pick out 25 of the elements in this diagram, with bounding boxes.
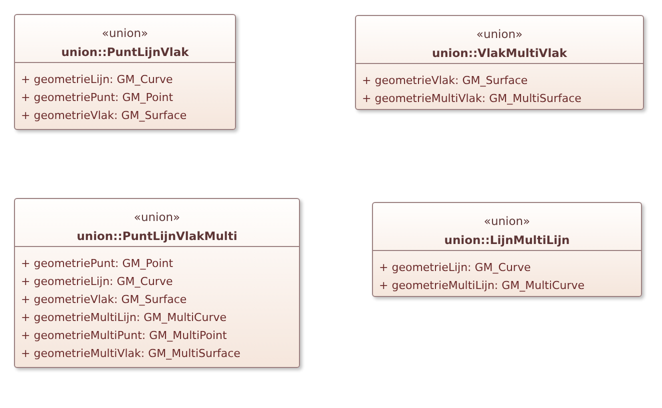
class-box [14, 198, 300, 368]
attribute-text: + geometrieVlak: GM_Surface [21, 292, 187, 308]
stereotype-label: «union» [484, 213, 530, 229]
attribute-text: + geometrieMultiPunt: GM_MultiPoint [21, 328, 227, 344]
attribute-text: + geometrieVlak: GM_Surface [21, 108, 187, 124]
stereotype-label: «union» [134, 209, 180, 225]
stereotype-label: «union» [102, 25, 148, 41]
class-name: union::PuntLijnVlakMulti [76, 228, 238, 244]
attribute-text: + geometrieVlak: GM_Surface [362, 73, 528, 89]
stereotype-label: «union» [476, 26, 523, 42]
class-box [14, 14, 236, 130]
class-name: union::LijnMultiLijn [444, 232, 570, 248]
attribute-text: + geometrieLijn: GM_Curve [379, 260, 531, 276]
attribute-text: + geometrieLijn: GM_Curve [21, 274, 173, 290]
class-name: union::PuntLijnVlak [61, 44, 189, 60]
class-box [372, 202, 642, 297]
class-box [355, 15, 644, 110]
attribute-text: + geometrieMultiLijn: GM_MultiCurve [379, 278, 584, 294]
attribute-text: + geometrieMultiVlak: GM_MultiSurface [21, 346, 240, 362]
attribute-text: + geometrieMultiVlak: GM_MultiSurface [362, 91, 582, 107]
attribute-text: + geometrieMultiLijn: GM_MultiCurve [21, 310, 226, 326]
attribute-text: + geometriePunt: GM_Point [21, 90, 174, 106]
attribute-text: + geometrieLijn: GM_Curve [21, 72, 173, 88]
attribute-text: + geometriePunt: GM_Point [21, 256, 174, 272]
class-name: union::VlakMultiVlak [432, 45, 568, 61]
